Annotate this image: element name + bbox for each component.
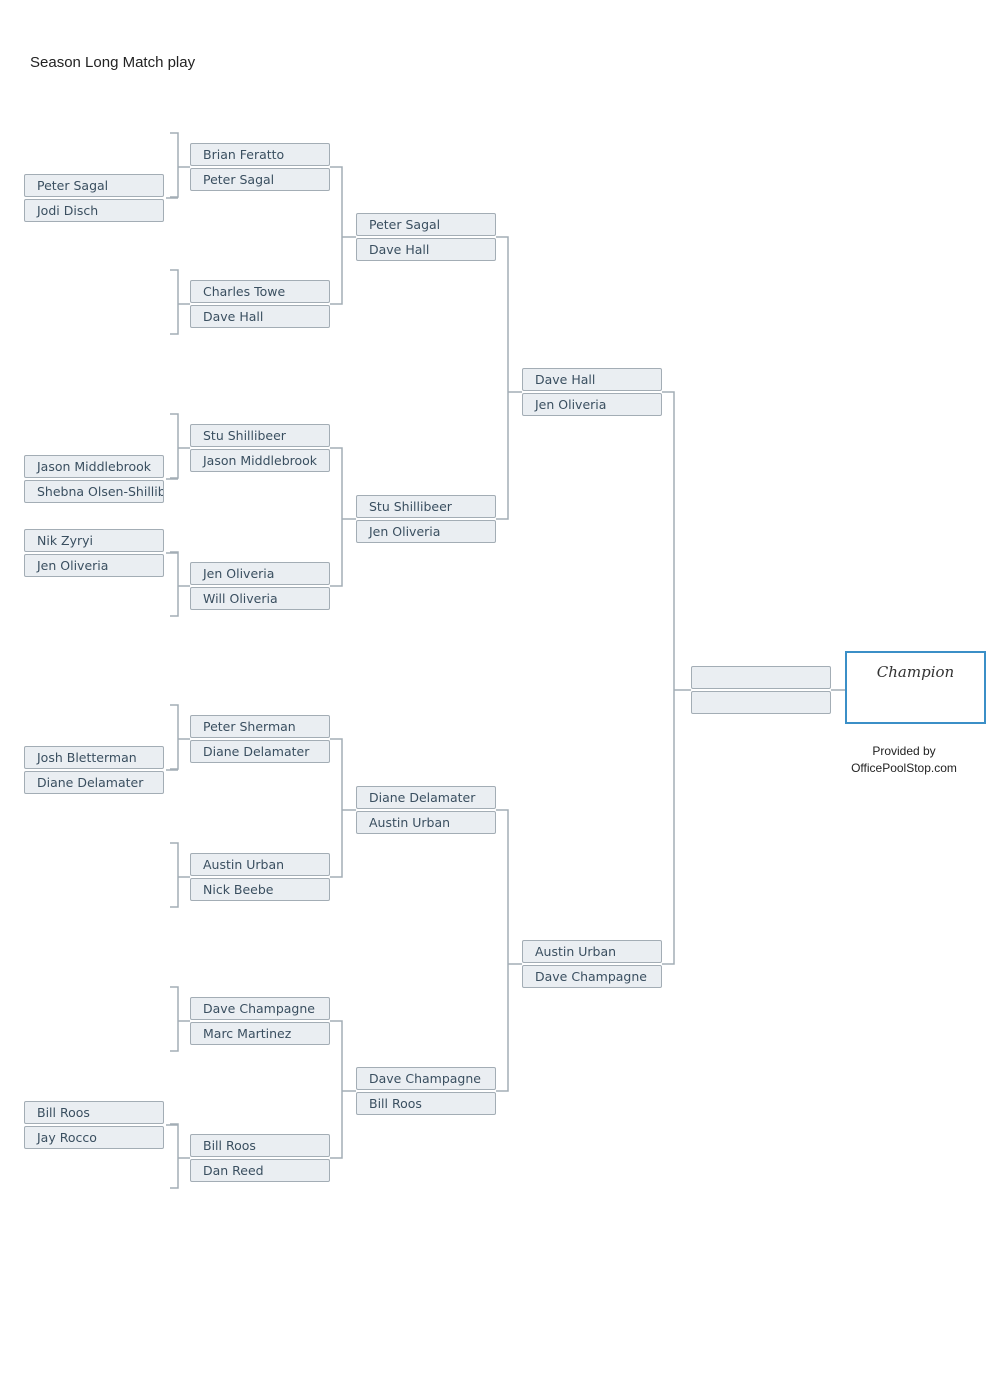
bracket-slot[interactable]: Diane Delamater	[24, 771, 164, 794]
match-final-1	[691, 666, 831, 716]
bracket-slot[interactable]: Jen Oliveria	[190, 562, 330, 585]
bracket-slot[interactable]: Austin Urban	[522, 940, 662, 963]
bracket-slot[interactable]	[691, 691, 831, 714]
play-in-bracket-3	[166, 551, 190, 617]
bracket-slot[interactable]: Jen Oliveria	[522, 393, 662, 416]
bracket-slot[interactable]: Austin Urban	[356, 811, 496, 834]
bye-bracket-3	[170, 986, 190, 1052]
bracket-slot[interactable]: Peter Sagal	[190, 168, 330, 191]
bracket-slot[interactable]: Stu Shillibeer	[190, 424, 330, 447]
bracket-slot[interactable]: Peter Sagal	[356, 213, 496, 236]
bracket-slot[interactable]: Charles Towe	[190, 280, 330, 303]
bracket-slot[interactable]: Peter Sherman	[190, 715, 330, 738]
connector-quarterfinals-2	[330, 447, 356, 587]
bracket-slot[interactable]: Brian Feratto	[190, 143, 330, 166]
bracket-slot[interactable]: Jay Rocco	[24, 1126, 164, 1149]
connector-quarterfinals-4	[330, 1020, 356, 1159]
bracket-slot[interactable]: Dave Champagne	[190, 997, 330, 1020]
bracket-slot[interactable]: Diane Delamater	[356, 786, 496, 809]
champion-box[interactable]: Champion	[845, 651, 986, 724]
bracket-slot[interactable]: Dave Champagne	[522, 965, 662, 988]
play-in-bracket-1	[166, 132, 190, 199]
bracket-slot[interactable]: Jen Oliveria	[356, 520, 496, 543]
bracket-slot[interactable]: Shebna Olsen-Shillibeer	[24, 480, 164, 503]
connector-quarterfinals-3	[330, 738, 356, 878]
credit-line-1: Provided by	[872, 744, 936, 758]
connector-semifinals-2	[496, 809, 522, 1092]
bracket-slot[interactable]: Jodi Disch	[24, 199, 164, 222]
bracket-slot[interactable]: Dave Hall	[190, 305, 330, 328]
credit: Provided by OfficePoolStop.com	[845, 743, 963, 777]
bracket-slot[interactable]: Dan Reed	[190, 1159, 330, 1182]
bracket-slot[interactable]: Will Oliveria	[190, 587, 330, 610]
page-title: Season Long Match play	[30, 54, 196, 71]
bracket-slot[interactable]: Dave Champagne	[356, 1067, 496, 1090]
bracket-slot[interactable]	[691, 666, 831, 689]
connector-quarterfinals-1	[330, 166, 356, 305]
play-in-bracket-5	[166, 1123, 190, 1189]
connector-semifinals-1	[496, 236, 522, 520]
play-in-bracket-2	[166, 413, 190, 480]
bye-bracket-2	[170, 842, 190, 908]
bracket-slot[interactable]: Josh Bletterman	[24, 746, 164, 769]
bracket-slot[interactable]: Bill Roos	[356, 1092, 496, 1115]
bracket-slot[interactable]: Nik Zyryi	[24, 529, 164, 552]
bracket-slot[interactable]: Dave Hall	[356, 238, 496, 261]
bracket-slot[interactable]: Bill Roos	[24, 1101, 164, 1124]
bye-bracket-1	[170, 269, 190, 335]
play-in-bracket-4	[166, 704, 190, 771]
bracket-slot[interactable]: Peter Sagal	[24, 174, 164, 197]
bracket-slot[interactable]: Stu Shillibeer	[356, 495, 496, 518]
bracket-slot[interactable]: Nick Beebe	[190, 878, 330, 901]
bracket-slot[interactable]: Jen Oliveria	[24, 554, 164, 577]
bracket-slot[interactable]: Diane Delamater	[190, 740, 330, 763]
champion-label: Champion	[876, 663, 955, 681]
bracket-slot[interactable]: Marc Martinez	[190, 1022, 330, 1045]
bracket-slot[interactable]: Bill Roos	[190, 1134, 330, 1157]
bracket-slot[interactable]: Jason Middlebrook	[24, 455, 164, 478]
connector-final-1	[662, 391, 691, 965]
bracket-slot[interactable]: Austin Urban	[190, 853, 330, 876]
credit-line-2[interactable]: OfficePoolStop.com	[851, 761, 957, 775]
bracket-slot[interactable]: Jason Middlebrook	[190, 449, 330, 472]
bracket-slot[interactable]: Dave Hall	[522, 368, 662, 391]
